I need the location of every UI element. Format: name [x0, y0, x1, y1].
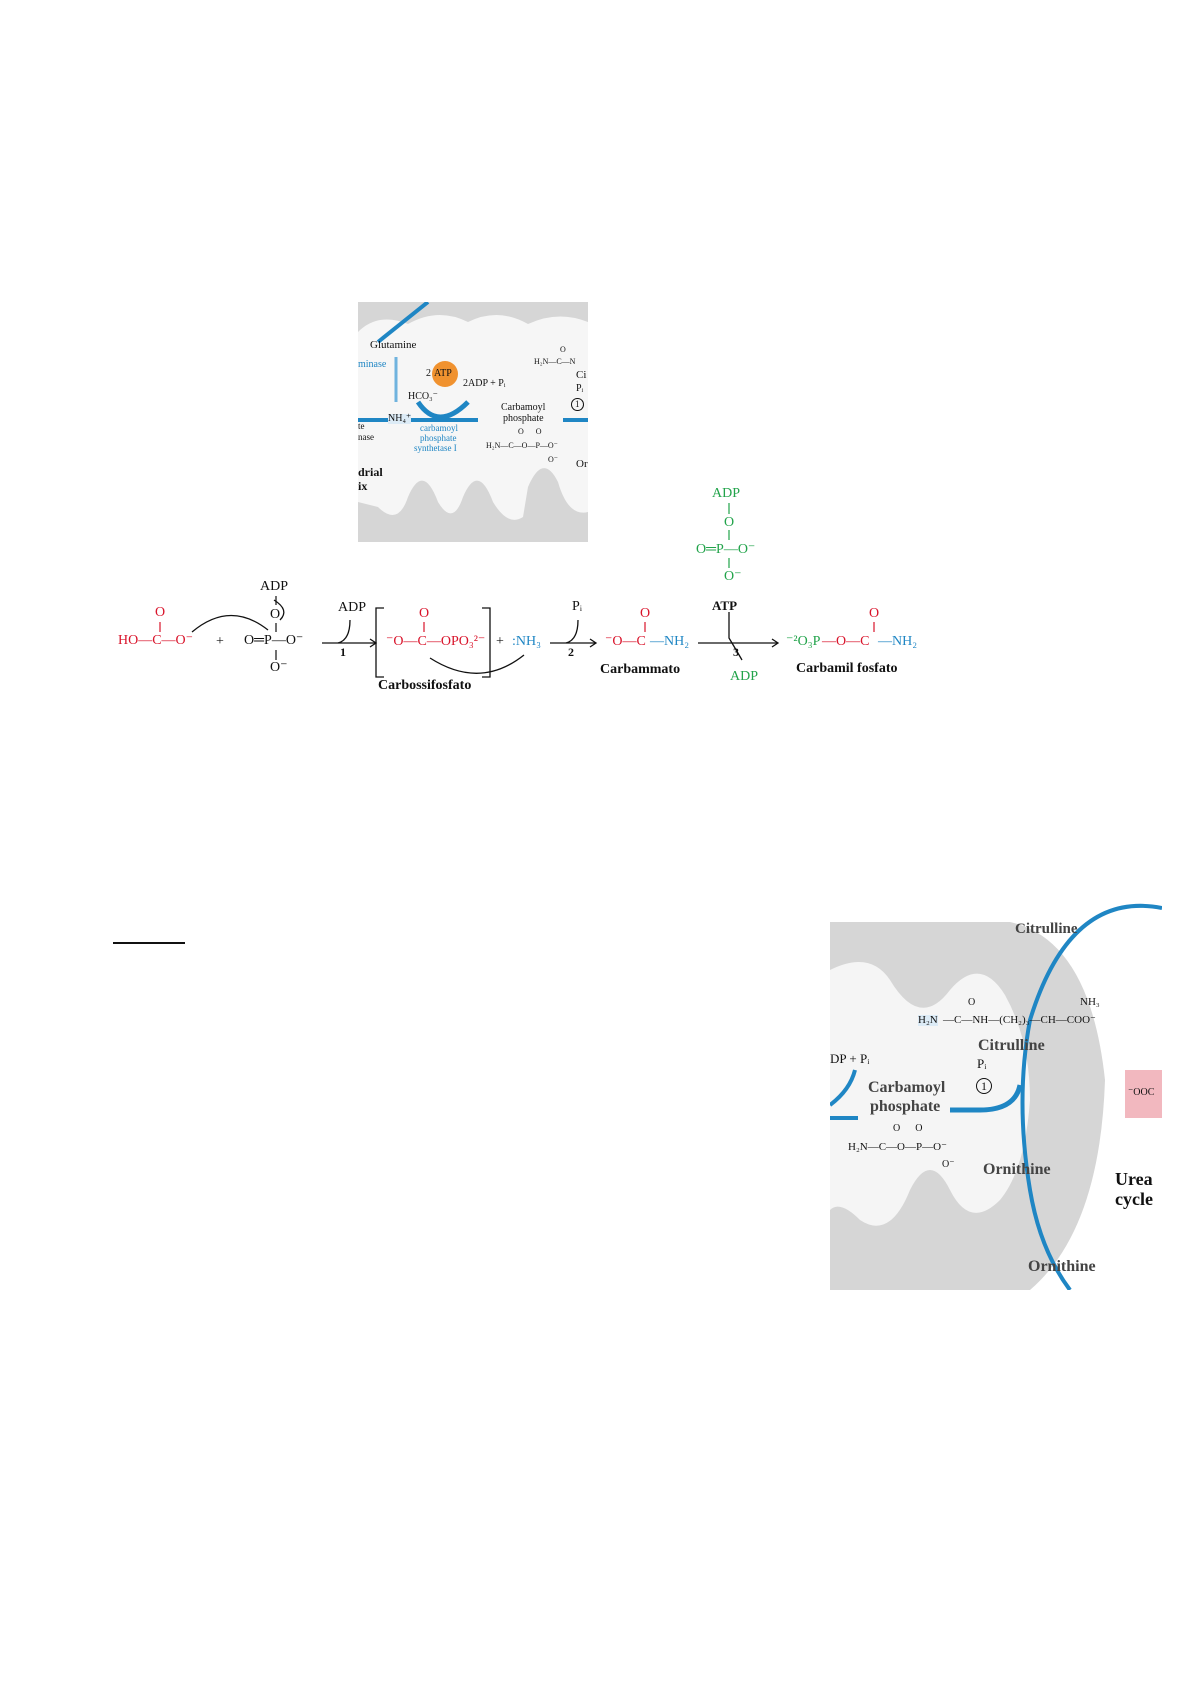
o-label: O [968, 997, 976, 1008]
bicarbonate-o: O [155, 605, 166, 620]
intermediate-o: O [419, 606, 430, 621]
phosphate-structure: H₂N—C—O—P—O⁻ [848, 1141, 947, 1153]
step-3-atp: ATP [712, 598, 738, 613]
ooc-label: ⁻OOC [1128, 1087, 1155, 1098]
adp-pi-label: 2ADP + Pᵢ [463, 378, 506, 389]
ammonium-label: NH₄⁺ [388, 413, 412, 424]
product-phosphate: ⁻²O₃P [786, 634, 821, 649]
atp-core: O═P—O⁻ [244, 633, 304, 648]
urea-cycle-figure: Citrulline NH₃ O H₂N —C—NH—(CH₂)₃—CH—COO… [830, 900, 1162, 1290]
atp-label: ATP [434, 368, 452, 379]
right-o: O [560, 345, 566, 354]
intermediate: ⁻O—C—OPO₃²⁻ [386, 634, 486, 649]
left-fragment: nase [358, 432, 374, 442]
right-ci: Ci [576, 369, 587, 381]
carbamate-left: ⁻O—C [605, 634, 646, 649]
phosphate-o-top: O O [893, 1123, 923, 1134]
step-2-label: 2 [568, 645, 574, 659]
left-fragment: te [358, 421, 365, 431]
phosphate-o-bottom: O⁻ [942, 1159, 955, 1170]
structure-o-top: O O [518, 427, 542, 436]
citrulline-top: Citrulline [1015, 921, 1078, 937]
ornithine-bottom: Ornithine [1028, 1258, 1096, 1275]
enzyme-line: phosphate [420, 433, 457, 443]
green-o: O [724, 515, 735, 530]
right-pi: Pᵢ [576, 383, 584, 394]
ornithine-mid: Ornithine [983, 1161, 1051, 1178]
citrulline-chain: —C—NH—(CH₂)₃—CH—COO⁻ [943, 1014, 1096, 1026]
adp-pi-fragment: DP + Pᵢ [830, 1051, 870, 1066]
product-middle: —O—C [822, 634, 870, 649]
atp-adp: ADP [260, 579, 289, 594]
step-1-circle: 1 [976, 1078, 992, 1094]
carbamate-o: O [640, 606, 651, 621]
green-o-bottom: O⁻ [724, 569, 742, 584]
enzyme-line: synthetase I [414, 443, 457, 453]
step-3-label: 3 [733, 645, 739, 659]
structure-o-bottom: O⁻ [548, 455, 558, 464]
h2n-label: H₂N [918, 1014, 938, 1026]
reaction-arrows [159, 503, 875, 678]
plus-sign: + [496, 634, 504, 649]
enzyme-line: carbamoyl [420, 423, 458, 433]
carbamoyl-phosphate-label: Carbamoyl [868, 1079, 946, 1096]
mitochondria-figure-top: Glutamine minase 2 ATP 2ADP + Pᵢ HCO₃⁻ N… [358, 302, 588, 542]
plus-sign: + [216, 634, 224, 649]
urea-cycle-label: cycle [1115, 1189, 1153, 1209]
glutaminase-fragment: minase [358, 359, 387, 370]
carbamoyl-phosphate-label: phosphate [870, 1098, 941, 1115]
carbamate-right: —NH₂ [650, 634, 690, 649]
carbamoyl-phosphate-structure: H₂N—C—O—P—O⁻ [486, 441, 558, 450]
right-structure: H₂N—C—N [534, 357, 576, 366]
product-o: O [869, 606, 880, 621]
urea-cycle-label: Urea [1115, 1169, 1153, 1189]
atp-count: 2 [426, 368, 431, 379]
nh3-label: NH₃ [1080, 996, 1100, 1008]
glutamine-label: Glutamine [370, 339, 417, 351]
green-adp: ADP [712, 486, 741, 501]
ammonia: :NH₃ [512, 634, 541, 649]
bicarbonate-label: HCO₃⁻ [408, 391, 438, 402]
step-1-product: ADP [338, 600, 367, 615]
step-1-label: 1 [340, 645, 346, 659]
product-amine: —NH₂ [878, 634, 918, 649]
matrix-fragment: drial [358, 465, 383, 479]
intermediate-name: Carbossifosfato [378, 678, 472, 693]
step-2-product: Pᵢ [572, 599, 583, 614]
carbamate-name: Carbammato [600, 662, 681, 677]
pi-label: Pᵢ [977, 1056, 987, 1071]
step-1-circle: 1 [571, 398, 584, 411]
matrix-fragment: ix [358, 479, 368, 493]
underline-divider [113, 942, 185, 944]
atp-o: O [270, 607, 281, 622]
green-core: O═P—O⁻ [696, 542, 756, 557]
product-name: Carbamil fosfato [796, 661, 898, 676]
citrulline-mid: Citrulline [978, 1037, 1045, 1054]
atp-o-bottom: O⁻ [270, 660, 288, 675]
carbamoyl-phosphate-label: phosphate [503, 413, 544, 424]
urea-cycle-drawing [830, 903, 1162, 1290]
carbamoyl-phosphate-label: Carbamoyl [501, 402, 546, 413]
or-fragment: Or [576, 458, 588, 470]
bicarbonate: HO—C—O⁻ [118, 633, 194, 648]
mitochondria-membrane-drawing [358, 302, 588, 542]
step-3-product: ADP [730, 669, 759, 684]
